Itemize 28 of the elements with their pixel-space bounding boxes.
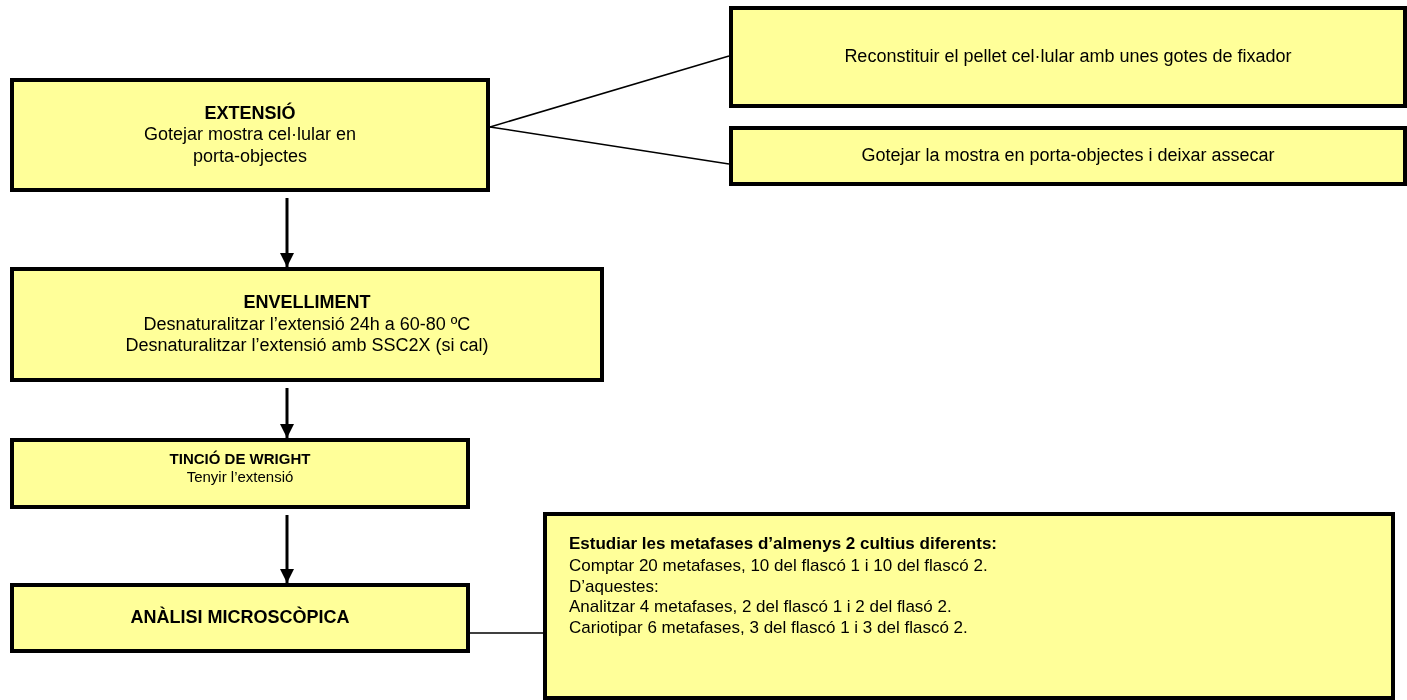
step-description: Desnaturalitzar l’extensió amb SSC2X (si cal) <box>125 335 489 357</box>
step-description: Cariotipar 6 metafases, 3 del flascó 1 i 3 del flascó 2. <box>569 617 968 638</box>
arrow <box>280 388 294 438</box>
arrow <box>280 198 294 267</box>
step-title: TINCIÓ DE WRIGHT <box>169 450 311 468</box>
process-box <box>10 583 470 653</box>
step-title: ENVELLIMENT <box>243 292 371 314</box>
step-title: EXTENSIÓ <box>204 102 296 125</box>
connector-line <box>469 632 544 634</box>
step-description: Analitzar 4 metafases, 2 del flascó 1 i 2 del flasó 2. <box>569 597 952 618</box>
step-title: Estudiar les metafases d’almenys 2 cultius diferents: <box>569 534 997 555</box>
process-box <box>729 126 1407 186</box>
arrow <box>280 515 294 583</box>
connector-line <box>489 55 730 128</box>
process-box <box>729 6 1407 108</box>
process-box <box>10 267 604 382</box>
connector-line <box>489 126 730 165</box>
step-description: Gotejar mostra cel·lular en porta-objectes <box>142 124 358 168</box>
step-description: Gotejar la mostra en porta-objectes i deixar assecar <box>861 145 1275 167</box>
step-description: Reconstituir el pellet cel·lular amb unes gotes de fixador <box>844 46 1292 68</box>
step-description: Comptar 20 metafases, 10 del flascó 1 i 10 del flascó 2. <box>569 556 988 577</box>
step-description: D’aquestes: <box>569 576 659 598</box>
step-description: ANÀLISI MICROSCÒPICA <box>130 607 350 629</box>
step-description: Desnaturalitzar l’extensió 24h a 60-80 ºC <box>143 313 471 336</box>
process-box <box>10 78 490 192</box>
process-box <box>10 438 470 509</box>
step-description: Tenyir l’extensió <box>186 468 294 486</box>
process-box <box>543 512 1395 700</box>
